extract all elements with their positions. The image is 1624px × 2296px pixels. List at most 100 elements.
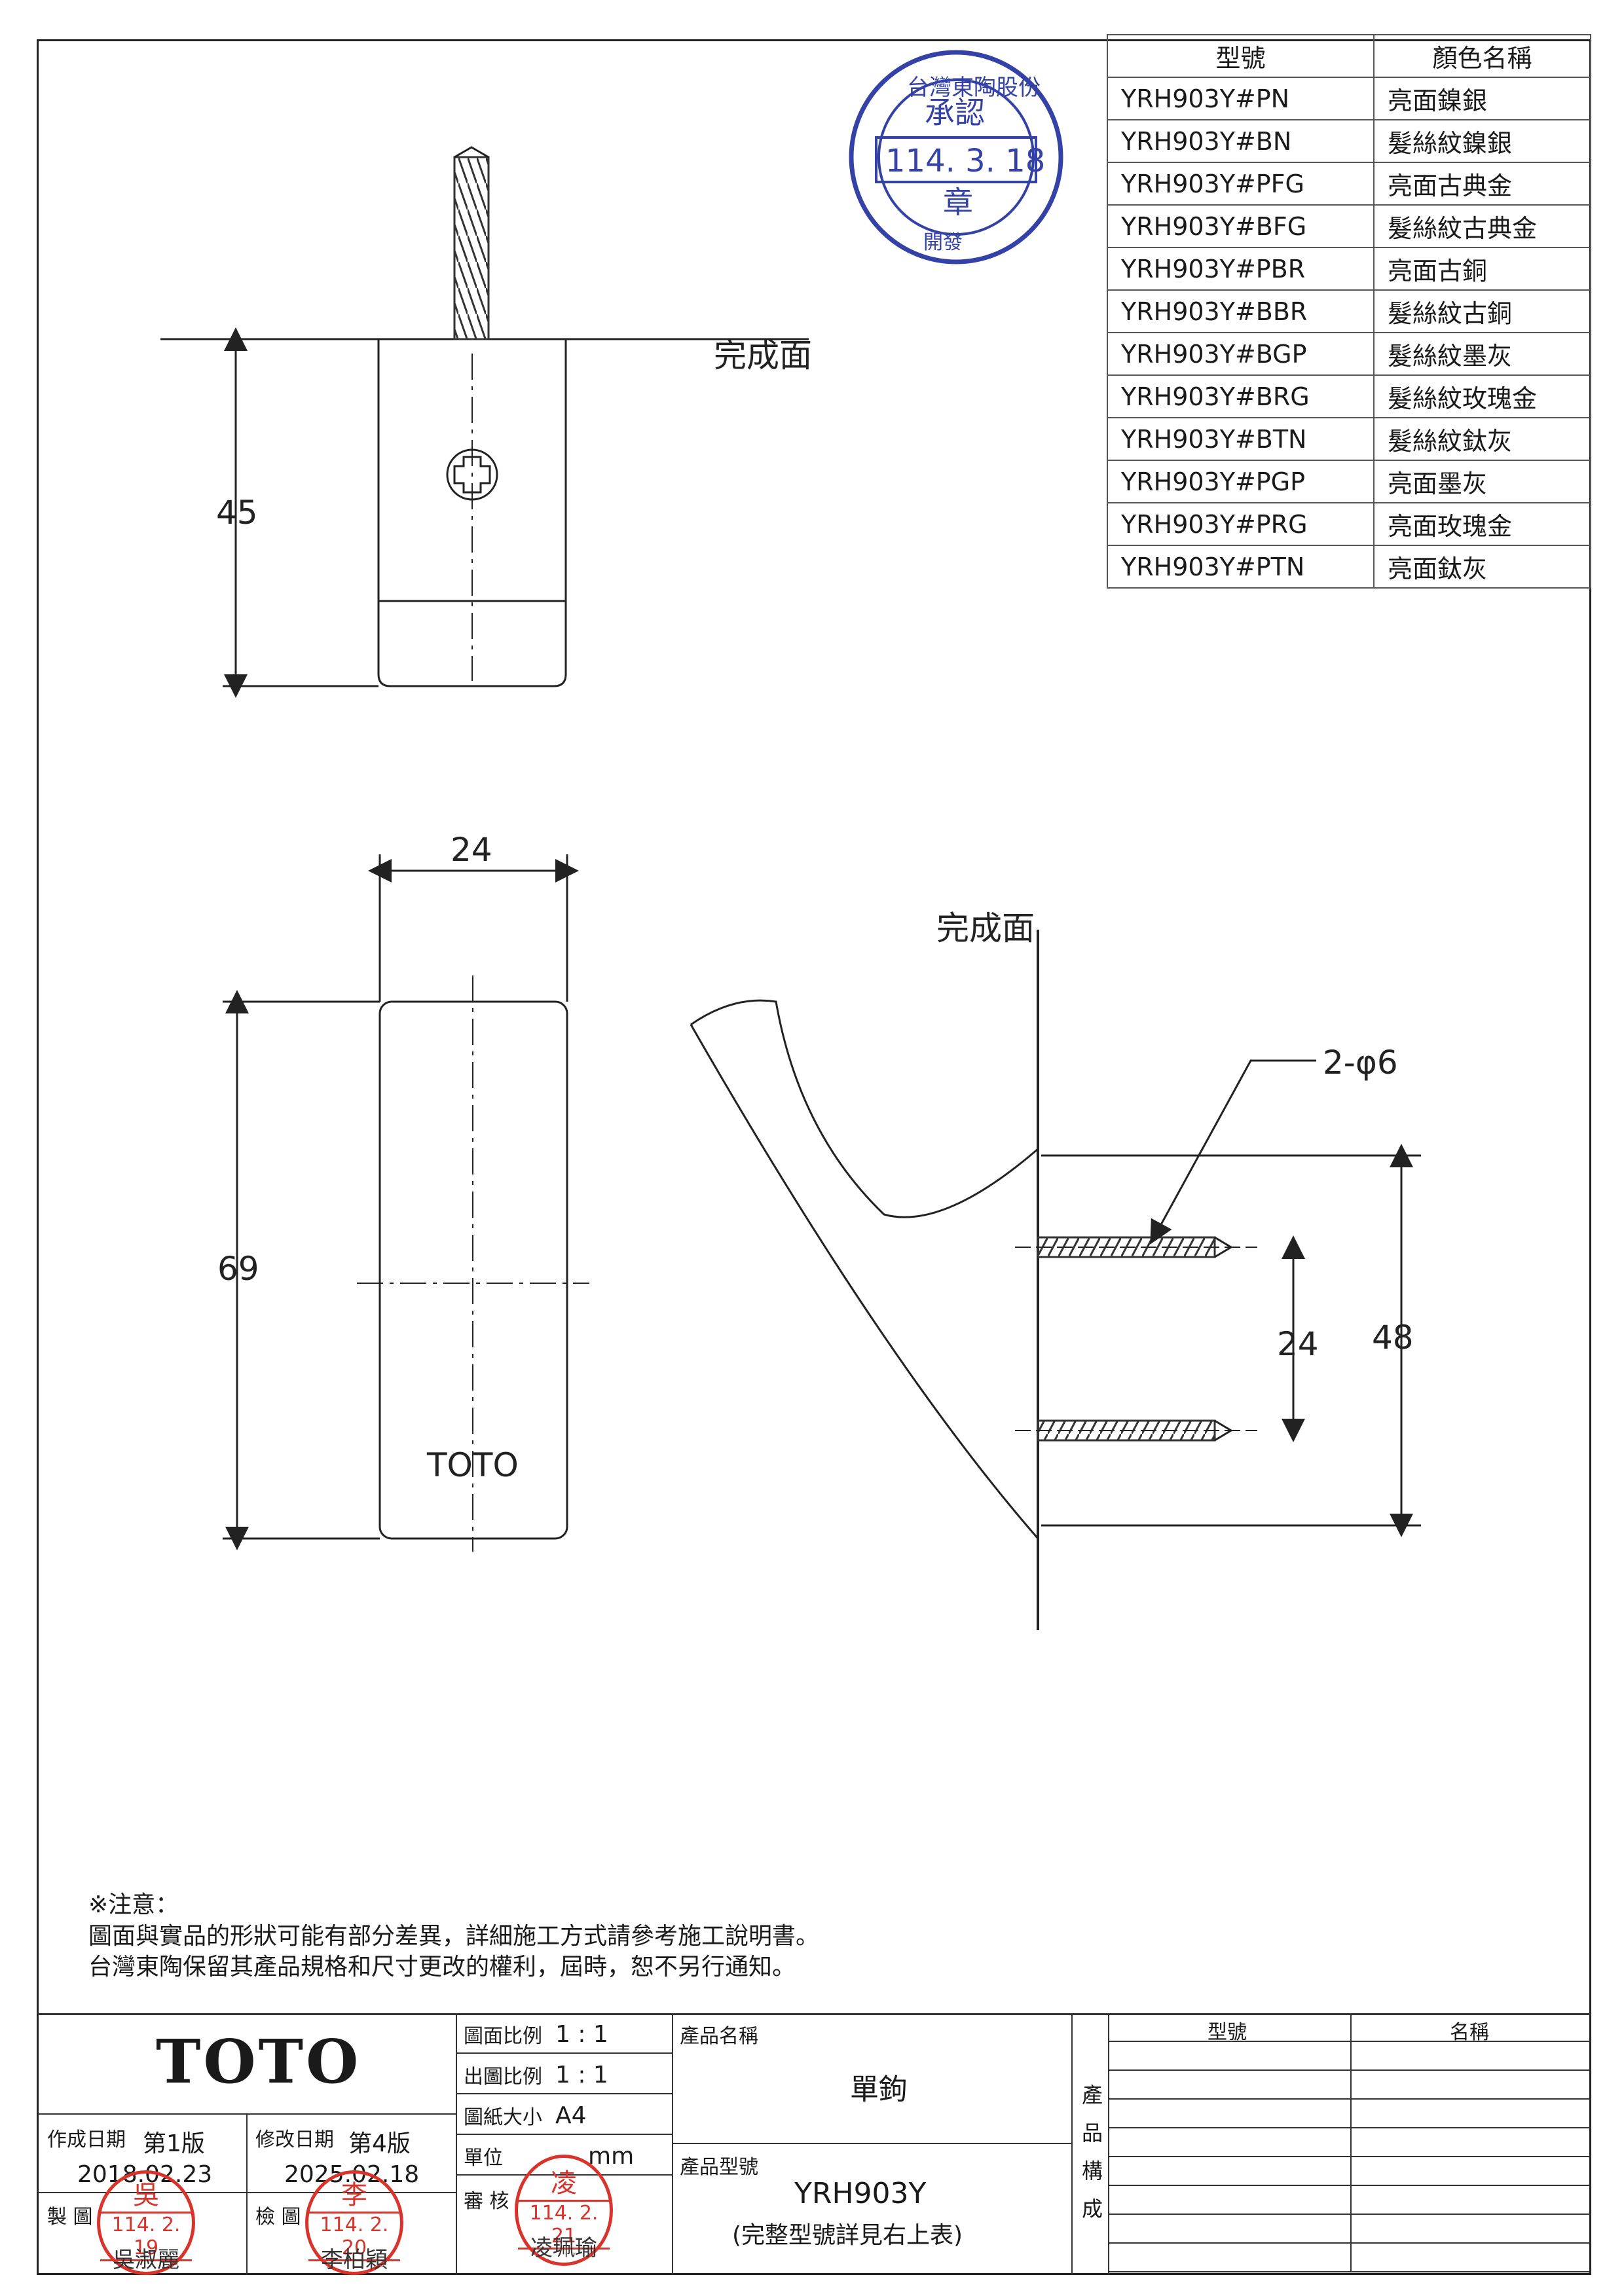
finish-face-label-side: 完成面 [936,909,1035,947]
brand-logo: TOTO [156,2026,361,2097]
composition-empty-cell [1109,2128,1352,2157]
dim-height-69: 69 [217,1250,259,1288]
composition-label-2: 構 [1082,2159,1103,2183]
product-model-note: (完整型號詳見右上表) [732,2222,963,2249]
color-name-cell: 亮面玫瑰金 [1373,502,1591,546]
approval-stamp: 台灣東陶股份 承認 114. 3. 18 章 開發 [849,50,1063,264]
stamp-bottom: 開發 [923,231,963,254]
color-name-cell: 髮絲紋古典金 [1373,204,1591,248]
title-block: TOTO 作成日期 第1版 2018.02.23 修改日期 第4版 2025.0… [38,2013,1591,2275]
stamp-org: 台灣東陶股份 [907,75,1041,101]
color-model-cell: YRH903Y#PN [1107,77,1375,120]
created-label: 作成日期 [47,2128,126,2151]
composition-empty-cell [1109,2244,1352,2272]
print-scale: 1 : 1 [555,2062,608,2088]
color-table-header-model: 型號 [1107,34,1375,78]
composition-empty-cell [1109,2186,1352,2215]
color-model-cell: YRH903Y#PBR [1107,247,1375,291]
unit: mm [588,2143,635,2170]
drawing-frame [37,39,1591,2275]
color-model-cell: YRH903Y#BFG [1107,204,1375,248]
color-model-cell: YRH903Y#BTN [1107,417,1375,461]
dim-width-24: 24 [451,831,492,869]
print-scale-label: 出圖比例 [464,2066,542,2088]
drawing-scale-label: 圖面比例 [464,2025,542,2048]
color-name-cell: 髮絲紋墨灰 [1373,332,1591,376]
top-view [160,146,809,698]
composition-label-0: 產 [1082,2083,1103,2107]
color-name-cell: 髮絲紋鈦灰 [1373,417,1591,461]
color-model-cell: YRH903Y#PRG [1107,502,1375,546]
color-name-cell: 亮面墨灰 [1373,460,1591,503]
composition-empty-cell [1109,2042,1352,2071]
note-line-1: 圖面與實品的形狀可能有部分差異，詳細施工方式請參考施工說明書。 [88,1923,820,1950]
color-name-cell: 髮絲紋玫瑰金 [1373,374,1591,418]
composition-empty-cell [1109,2071,1352,2100]
paper-size-label: 圖紙大小 [464,2106,542,2129]
seal-maker: 吳 114. 2. 19 吳淑麗 [97,2170,195,2275]
product-model: YRH903Y [794,2177,927,2210]
check-label: 檢 圖 [255,2206,301,2229]
color-name-cell: 亮面鎳銀 [1373,77,1591,120]
composition-empty-cell [1109,2100,1352,2128]
note-line-2: 台灣東陶保留其產品規格和尺寸更改的權利，屆時，恕不另行通知。 [88,1954,796,1980]
dim-screw-spacing-24: 24 [1277,1325,1319,1363]
composition-empty-cell [1352,2071,1591,2100]
comp-header-model: 型號 [1208,2021,1247,2044]
color-model-cell: YRH903Y#PFG [1107,162,1375,206]
toto-mark: TOTO [426,1446,519,1484]
color-model-cell: YRH903Y#BN [1107,119,1375,163]
composition-empty-cell [1352,2157,1591,2186]
color-name-cell: 髮絲紋鎳銀 [1373,119,1591,163]
seal-reviewer: 凌 114. 2. 21 凌珮瑜 [515,2155,613,2266]
color-model-cell: YRH903Y#BGP [1107,332,1375,376]
product-model-label: 產品型號 [680,2156,758,2179]
composition-label-1: 品 [1082,2121,1103,2145]
composition-label-3: 成 [1082,2196,1103,2221]
composition-empty-cell [1352,2186,1591,2215]
created-version: 第1版 [143,2130,205,2157]
side-view [690,930,1421,1630]
revised-version: 第4版 [348,2130,411,2157]
composition-empty-cell [1352,2042,1591,2071]
stamp-date: 114. 3. 18 [885,143,1045,179]
finish-face-label-top: 完成面 [714,337,812,374]
composition-empty-cell [1109,2215,1352,2244]
color-name-cell: 亮面鈦灰 [1373,545,1591,589]
color-name-cell: 亮面古銅 [1373,247,1591,291]
front-view [223,854,589,1552]
comp-header-name: 名稱 [1450,2021,1489,2044]
color-name-cell: 髮絲紋古銅 [1373,289,1591,333]
product-name: 單鉤 [850,2073,908,2106]
paper-size: A4 [555,2102,587,2129]
stamp-mid: 章 [943,185,973,220]
color-table-header-color: 顏色名稱 [1373,34,1591,78]
composition-empty-cell [1352,2100,1591,2128]
composition-empty-cell [1109,2157,1352,2186]
unit-label: 單位 [464,2147,503,2170]
review-label: 審 核 [464,2190,509,2213]
made-label: 製 圖 [47,2206,93,2229]
color-model-cell: YRH903Y#BBR [1107,289,1375,333]
color-model-cell: YRH903Y#PTN [1107,545,1375,589]
dim-overall-48: 48 [1372,1319,1414,1357]
screw-callout: 2-φ6 [1323,1044,1398,1082]
composition-empty-cell [1352,2128,1591,2157]
dim-height-45: 45 [216,494,258,532]
color-model-cell: YRH903Y#BRG [1107,374,1375,418]
composition-table: 型號 名稱 [1109,2013,1591,2275]
note-title: ※注意： [88,1891,179,1918]
